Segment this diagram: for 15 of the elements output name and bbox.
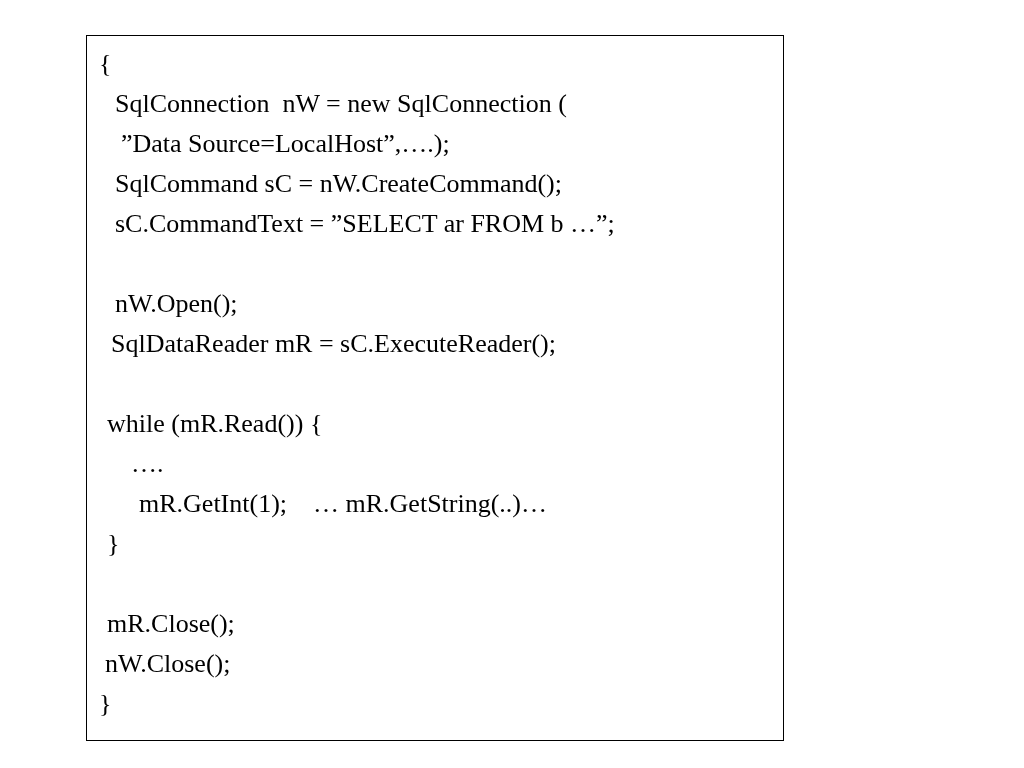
code-line: } [99, 688, 112, 720]
code-line: …. [131, 448, 164, 480]
code-line: sC.CommandText = ”SELECT ar FROM b …”; [115, 208, 615, 240]
code-line: SqlDataReader mR = sC.ExecuteReader(); [111, 328, 556, 360]
code-line: ”Data Source=LocalHost”,….); [121, 128, 450, 160]
code-line: mR.Close(); [107, 608, 235, 640]
code-line: SqlConnection nW = new SqlConnection ( [115, 88, 567, 120]
code-line: mR.GetInt(1); … mR.GetString(..)… [139, 488, 547, 520]
code-box [86, 35, 784, 741]
code-line: nW.Close(); [105, 648, 231, 680]
code-line: SqlCommand sC = nW.CreateCommand(); [115, 168, 562, 200]
code-line: } [107, 528, 120, 560]
code-line: { [99, 48, 112, 80]
code-line: while (mR.Read()) { [107, 408, 323, 440]
code-line: nW.Open(); [115, 288, 238, 320]
